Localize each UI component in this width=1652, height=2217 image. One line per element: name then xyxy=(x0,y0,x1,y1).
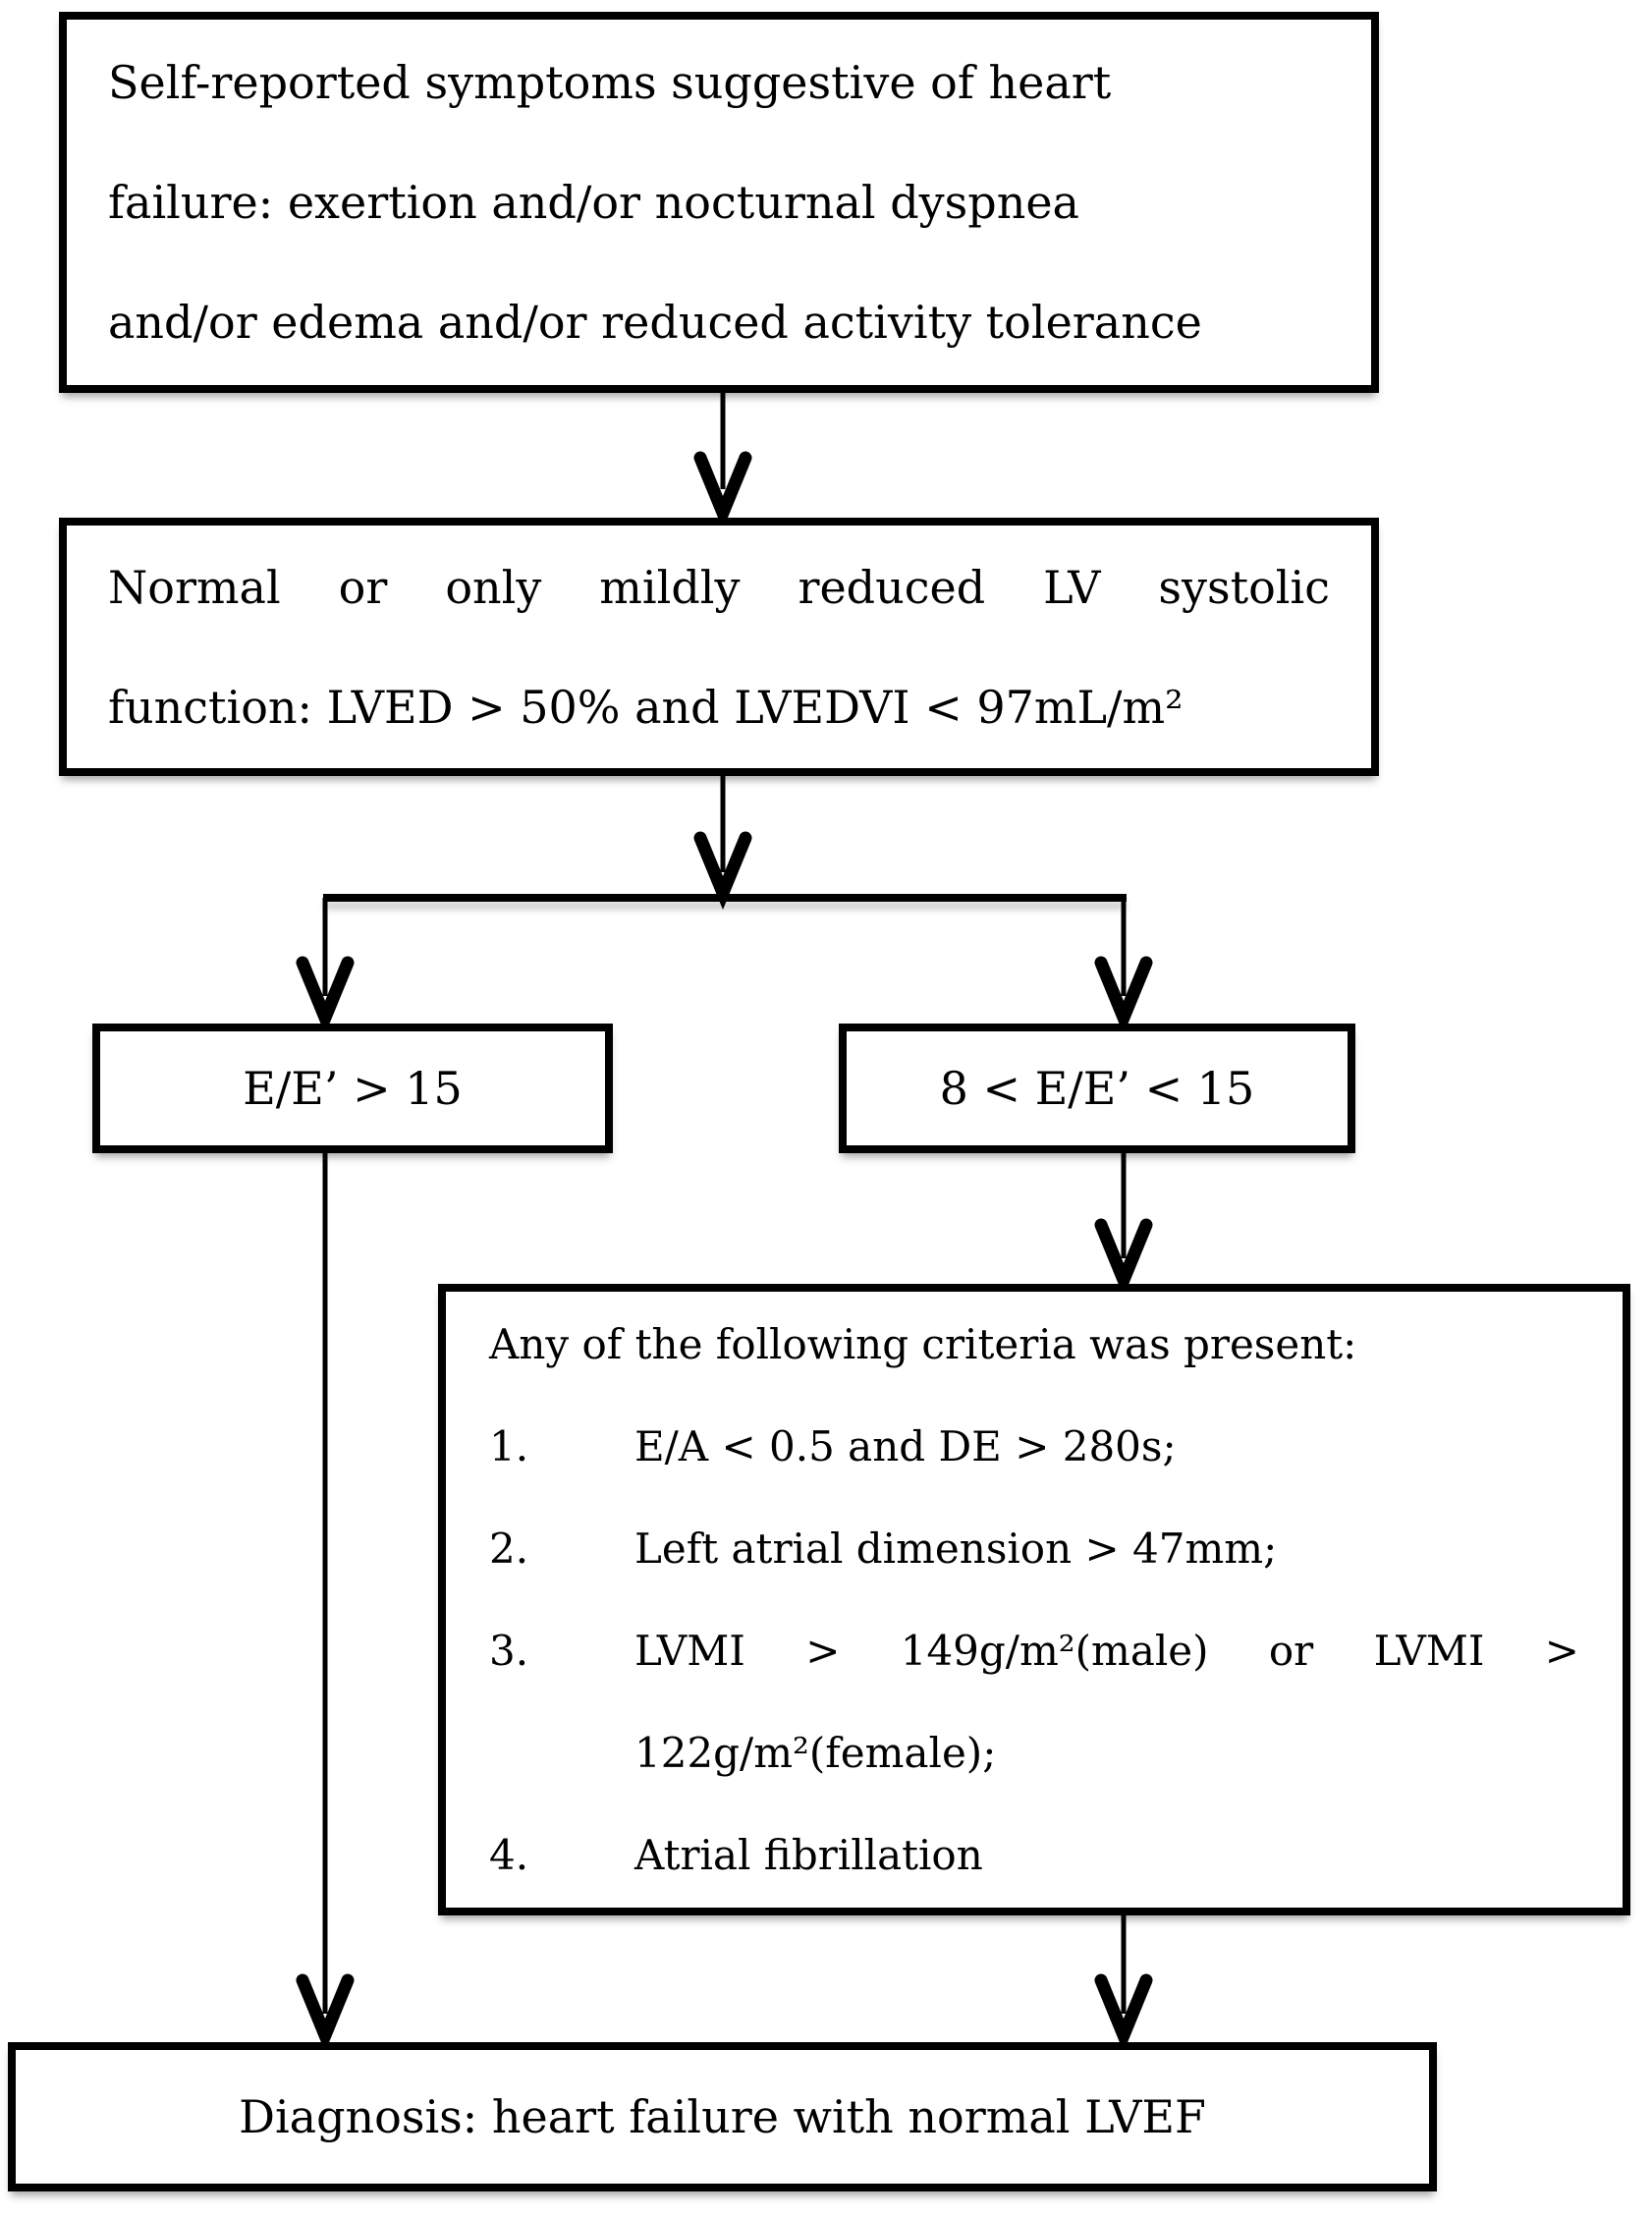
criteria-item-text: Atrial fibrillation xyxy=(634,1830,983,1879)
branch-split-line xyxy=(323,894,1127,902)
ee-ratio-high-box: E/E’ > 15 xyxy=(92,1024,613,1153)
criteria-heading: Any of the following criteria was presen… xyxy=(489,1319,1357,1368)
symptoms-line: failure: exertion and/or nocturnal dyspn… xyxy=(108,176,1079,229)
ee-ratio-mid-label: 8 < E/E’ < 15 xyxy=(939,1062,1255,1115)
lv-function-line: function: LVED > 50% and LVEDVI < 97mL/m… xyxy=(108,680,1184,734)
criteria-item-number: 2. xyxy=(489,1524,529,1573)
symptoms-line: and/or edema and/or reduced activity tol… xyxy=(108,296,1202,349)
criteria-item: 1. E/A < 0.5 and DE > 280s; xyxy=(489,1396,1579,1498)
arrow-down-icon xyxy=(1094,1973,1153,2053)
arrow-down-icon xyxy=(296,1973,355,2053)
criteria-item: 3. LVMI > 149g/m²(male) or LVMI > 122g/m… xyxy=(489,1600,1579,1804)
criteria-box: Any of the following criteria was presen… xyxy=(438,1284,1630,1915)
arrow-down-icon xyxy=(693,831,752,911)
criteria-item-text: 122g/m²(female); xyxy=(634,1728,997,1777)
criteria-item-number: 3. xyxy=(489,1626,529,1675)
lv-function-line: Normal or only mildly reduced LV systoli… xyxy=(108,560,1330,614)
diagnosis-box: Diagnosis: heart failure with normal LVE… xyxy=(8,2042,1437,2191)
criteria-item: 4. Atrial fibrillation xyxy=(489,1804,1579,1907)
criteria-item-number: 1. xyxy=(489,1421,529,1470)
criteria-item-number: 4. xyxy=(489,1830,529,1879)
symptoms-line: Self-reported symptoms suggestive of hea… xyxy=(108,56,1112,109)
criteria-item-text: Left atrial dimension > 47mm; xyxy=(634,1524,1278,1573)
criteria-item-text: LVMI > 149g/m²(male) or LVMI > xyxy=(634,1626,1579,1675)
arrow-down-icon xyxy=(296,956,355,1035)
criteria-item: 2. Left atrial dimension > 47mm; xyxy=(489,1498,1579,1600)
arrow-down-icon xyxy=(1094,956,1153,1035)
arrow-down-icon xyxy=(1094,1218,1153,1298)
ee-ratio-high-label: E/E’ > 15 xyxy=(243,1062,463,1115)
criteria-item-text: E/A < 0.5 and DE > 280s; xyxy=(634,1421,1177,1470)
symptoms-box: Self-reported symptoms suggestive of hea… xyxy=(59,12,1379,393)
ee-ratio-mid-box: 8 < E/E’ < 15 xyxy=(839,1024,1355,1153)
diagnosis-label: Diagnosis: heart failure with normal LVE… xyxy=(239,2090,1206,2143)
lv-function-box: Normal or only mildly reduced LV systoli… xyxy=(59,518,1379,776)
arrow-down-icon xyxy=(693,451,752,530)
